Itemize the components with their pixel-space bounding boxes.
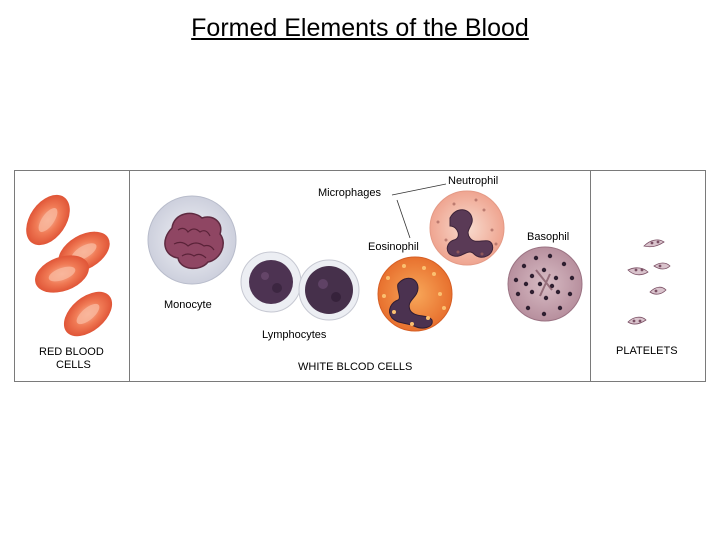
blood-cells-figure: RED BLOOD CELLS WHITE BLCOD CELLS PLATEL… — [14, 170, 706, 382]
monocyte-cell — [147, 195, 237, 285]
label-monocyte: Monocyte — [164, 299, 212, 311]
red-blood-cells — [26, 194, 113, 337]
label-white-blood-cells: WHITE BLCOD CELLS — [298, 361, 413, 373]
label-eosinophil: Eosinophil — [368, 241, 419, 253]
label-red-blood-cells-line1: RED BLOOD — [39, 346, 104, 358]
eosinophil-cell — [377, 256, 453, 332]
platelets — [627, 239, 671, 325]
lymphocytes-cells — [240, 251, 360, 321]
figure-frame — [14, 170, 706, 382]
label-red-blood-cells-line2: CELLS — [56, 359, 91, 371]
leader-lines — [391, 183, 447, 239]
label-lymphocytes: Lymphocytes — [262, 329, 327, 341]
blood-cells-illustration — [14, 170, 706, 382]
basophil-cell — [507, 246, 583, 322]
slide-title: Formed Elements of the Blood — [191, 14, 529, 42]
label-basophil: Basophil — [527, 231, 570, 243]
label-microphages: Microphages — [318, 187, 381, 199]
label-platelets: PLATELETS — [616, 345, 678, 357]
label-neutrophil: Neutrophil — [448, 175, 499, 187]
neutrophil-cell — [429, 190, 505, 266]
